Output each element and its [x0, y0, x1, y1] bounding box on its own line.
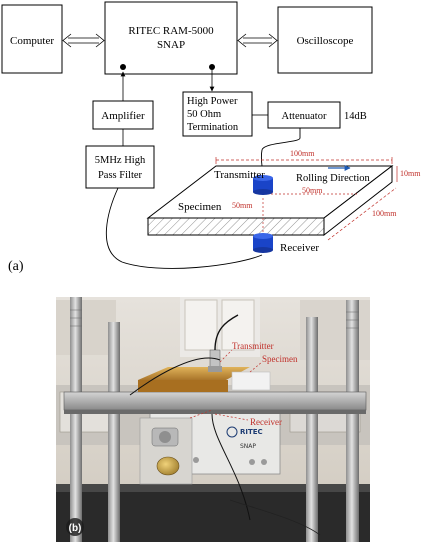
threaded-rod-3: [306, 317, 318, 542]
dimension-offset-x: 50mm: [302, 186, 323, 195]
termination-line1: High Power: [187, 96, 238, 107]
specimen-label: Specimen: [178, 201, 222, 213]
rolling-direction-label: Rolling Direction: [296, 173, 371, 184]
dimension-width: 100mm: [372, 209, 397, 218]
dimension-lines: [215, 157, 398, 241]
filter-label-line2: Pass Filter: [98, 170, 143, 181]
oscilloscope-label: Oscilloscope: [297, 35, 354, 47]
specimen-front-face: [147, 217, 325, 236]
photo-specimen-label: Specimen: [262, 354, 298, 364]
panel-b-label: (b): [69, 523, 82, 534]
photo-transmitter-label: Transmitter: [232, 341, 274, 351]
instrument-brand: RITEC: [240, 428, 263, 436]
support-bar: [63, 391, 367, 411]
transmitter-label: Transmitter: [214, 169, 265, 181]
attenuator-box: [267, 101, 341, 129]
receiver-label: Receiver: [280, 242, 319, 254]
dimension-thickness: 10mm: [400, 169, 421, 178]
snap-port-left: [120, 64, 126, 70]
snap-port-right: [209, 64, 215, 70]
snap-box: [104, 1, 238, 75]
receiver-transducer: [253, 233, 273, 253]
attenuator-label: Attenuator: [282, 111, 327, 122]
transmitter-transducer: [253, 175, 273, 195]
cable-receiver: [106, 187, 263, 269]
snap-label-line1: RITEC RAM-5000: [128, 25, 214, 37]
amplifier-label: Amplifier: [101, 110, 145, 122]
photo-receiver-label: Receiver: [250, 417, 282, 427]
termination-box: [182, 91, 253, 137]
threaded-rod-1: [70, 297, 82, 542]
threaded-rod-2: [108, 322, 120, 542]
panel-b-badge: [66, 518, 84, 536]
computer-label: Computer: [10, 35, 54, 47]
instrument-model: SNAP: [240, 443, 256, 450]
termination-line2: 50 Ohm: [187, 109, 221, 120]
oscilloscope-box: [277, 6, 373, 74]
filter-label-line1: 5MHz High: [95, 155, 146, 166]
dimension-offset-y: 50mm: [232, 201, 253, 210]
snap-label-line2: SNAP: [157, 39, 185, 51]
coin-transducer: [156, 456, 180, 476]
computer-box: [1, 4, 63, 74]
attenuation-value: 14dB: [344, 111, 367, 122]
filter-box: [85, 145, 155, 189]
double-arrow-computer-snap: [62, 33, 105, 48]
photo-panel: ADVANCED MEASUREMENT SYSTEM RITEC SNAP: [56, 297, 370, 542]
termination-line3: Termination: [187, 122, 239, 133]
schematic-panel: Computer RITEC RAM-5000 SNAP Oscilloscop…: [1, 1, 421, 274]
threaded-rod-4: [346, 300, 359, 542]
dimension-length: 100mm: [290, 149, 315, 158]
panel-a-label: (a): [8, 259, 24, 274]
double-arrow-snap-oscilloscope: [237, 33, 278, 48]
